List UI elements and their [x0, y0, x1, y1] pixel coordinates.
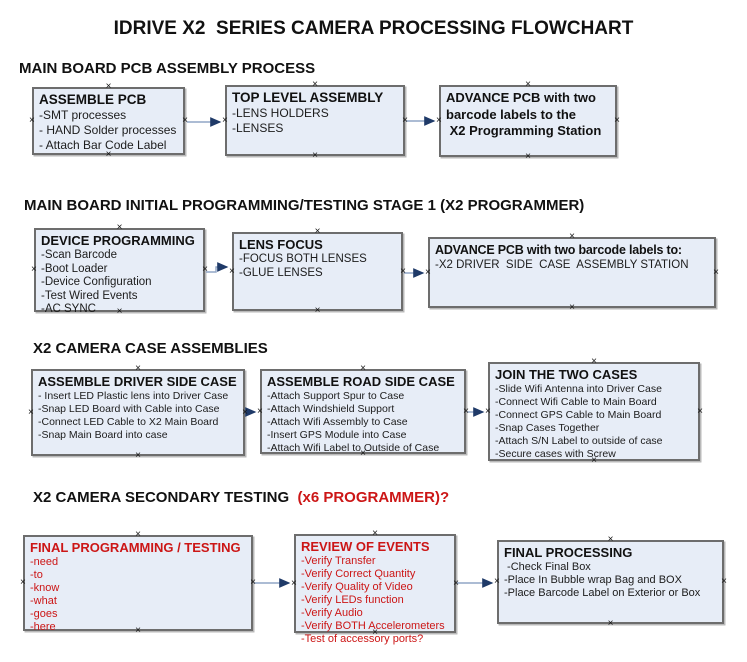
box-final-processing-title: FINAL PROCESSING	[504, 545, 633, 560]
box-final-programming-testing: FINAL PROGRAMMING / TESTING -need -to -k…	[20, 530, 256, 636]
section-heading-initial-programming: MAIN BOARD INITIAL PROGRAMMING/TESTING S…	[24, 197, 585, 214]
box-device-programming-title: DEVICE PROGRAMMING	[41, 233, 195, 248]
box-join-the-two-cases-title: JOIN THE TWO CASES	[495, 367, 638, 382]
box-top-level-assembly-items: -LENS HOLDERS -LENSES	[232, 106, 329, 135]
box-assemble-pcb-items: -SMT processes - HAND Solder processes -…	[39, 108, 177, 152]
box-advance-pcb-to-programming-station: ADVANCE PCB with two barcode labels to t…	[436, 80, 620, 162]
box-assemble-driver-side-case-items: - Insert LED Plastic lens into Driver Ca…	[38, 390, 229, 441]
box-lens-focus-items: -FOCUS BOTH LENSES -GLUE LENSES	[239, 253, 367, 279]
box-assemble-driver-side-case: ASSEMBLE DRIVER SIDE CASE - Insert LED P…	[28, 364, 248, 461]
box-advance-pcb-to-case-assembly-title: ADVANCE PCB with two barcode labels to:	[435, 243, 682, 257]
box-assemble-pcb-title: ASSEMBLE PCB	[39, 92, 147, 107]
box-review-of-events: REVIEW OF EVENTS -Verify Transfer -Verif…	[291, 529, 459, 646]
box-join-the-two-cases-items: -Slide Wifi Antenna into Driver Case -Co…	[495, 383, 663, 460]
box-review-of-events-title: REVIEW OF EVENTS	[301, 539, 430, 554]
section-heading-case-assemblies: X2 CAMERA CASE ASSEMBLIES	[33, 340, 268, 357]
box-advance-pcb-to-programming-station-title: ADVANCE PCB with two barcode labels to t…	[446, 90, 602, 138]
box-device-programming-items: -Scan Barcode -Boot Loader -Device Confi…	[41, 249, 152, 315]
box-join-the-two-cases: JOIN THE TWO CASES -Slide Wifi Antenna i…	[485, 357, 703, 466]
box-final-programming-testing-title: FINAL PROGRAMMING / TESTING	[30, 540, 241, 555]
section-heading-red-part: (x6 PROGRAMMER)?	[289, 489, 450, 506]
box-final-processing: FINAL PROCESSING -Check Final Box -Place…	[494, 535, 727, 629]
page-title: IDRIVE X2 SERIES CAMERA PROCESSING FLOWC…	[113, 18, 634, 39]
box-final-programming-testing-items: -need -to -know -what -goes -here	[30, 556, 60, 633]
box-assemble-road-side-case-items: -Attach Support Spur to Case -Attach Win…	[267, 390, 440, 454]
box-assemble-driver-side-case-title: ASSEMBLE DRIVER SIDE CASE	[38, 374, 237, 389]
section-heading-black-part: X2 CAMERA SECONDARY TESTING	[33, 489, 290, 506]
box-top-level-assembly: TOP LEVEL ASSEMBLY -LENS HOLDERS -LENSES…	[222, 80, 408, 161]
section-heading-pcb-assembly: MAIN BOARD PCB ASSEMBLY PROCESS	[19, 60, 316, 77]
box-lens-focus: LENS FOCUS -FOCUS BOTH LENSES -GLUE LENS…	[229, 227, 406, 316]
box-assemble-road-side-case-title: ASSEMBLE ROAD SIDE CASE	[267, 374, 455, 389]
box-review-of-events-items: -Verify Transfer -Verify Correct Quantit…	[301, 555, 445, 645]
arrow-b1-b2	[206, 262, 229, 273]
box-top-level-assembly-title: TOP LEVEL ASSEMBLY	[232, 90, 384, 105]
box-assemble-pcb: ASSEMBLE PCB -SMT processes - HAND Solde…	[29, 82, 188, 160]
box-final-processing-items: -Check Final Box -Place In Bubble wrap B…	[504, 561, 701, 599]
box-lens-focus-title: LENS FOCUS	[239, 237, 323, 252]
box-advance-pcb-to-case-assembly-items: -X2 DRIVER SIDE CASE ASSEMBLY STATION	[435, 259, 689, 271]
section-heading-secondary-testing: X2 CAMERA SECONDARY TESTING (x6 PROGRAMM…	[33, 489, 449, 506]
box-assemble-road-side-case: ASSEMBLE ROAD SIDE CASE -Attach Support …	[257, 364, 469, 459]
box-advance-pcb-to-case-assembly: ADVANCE PCB with two barcode labels to: …	[425, 232, 719, 313]
